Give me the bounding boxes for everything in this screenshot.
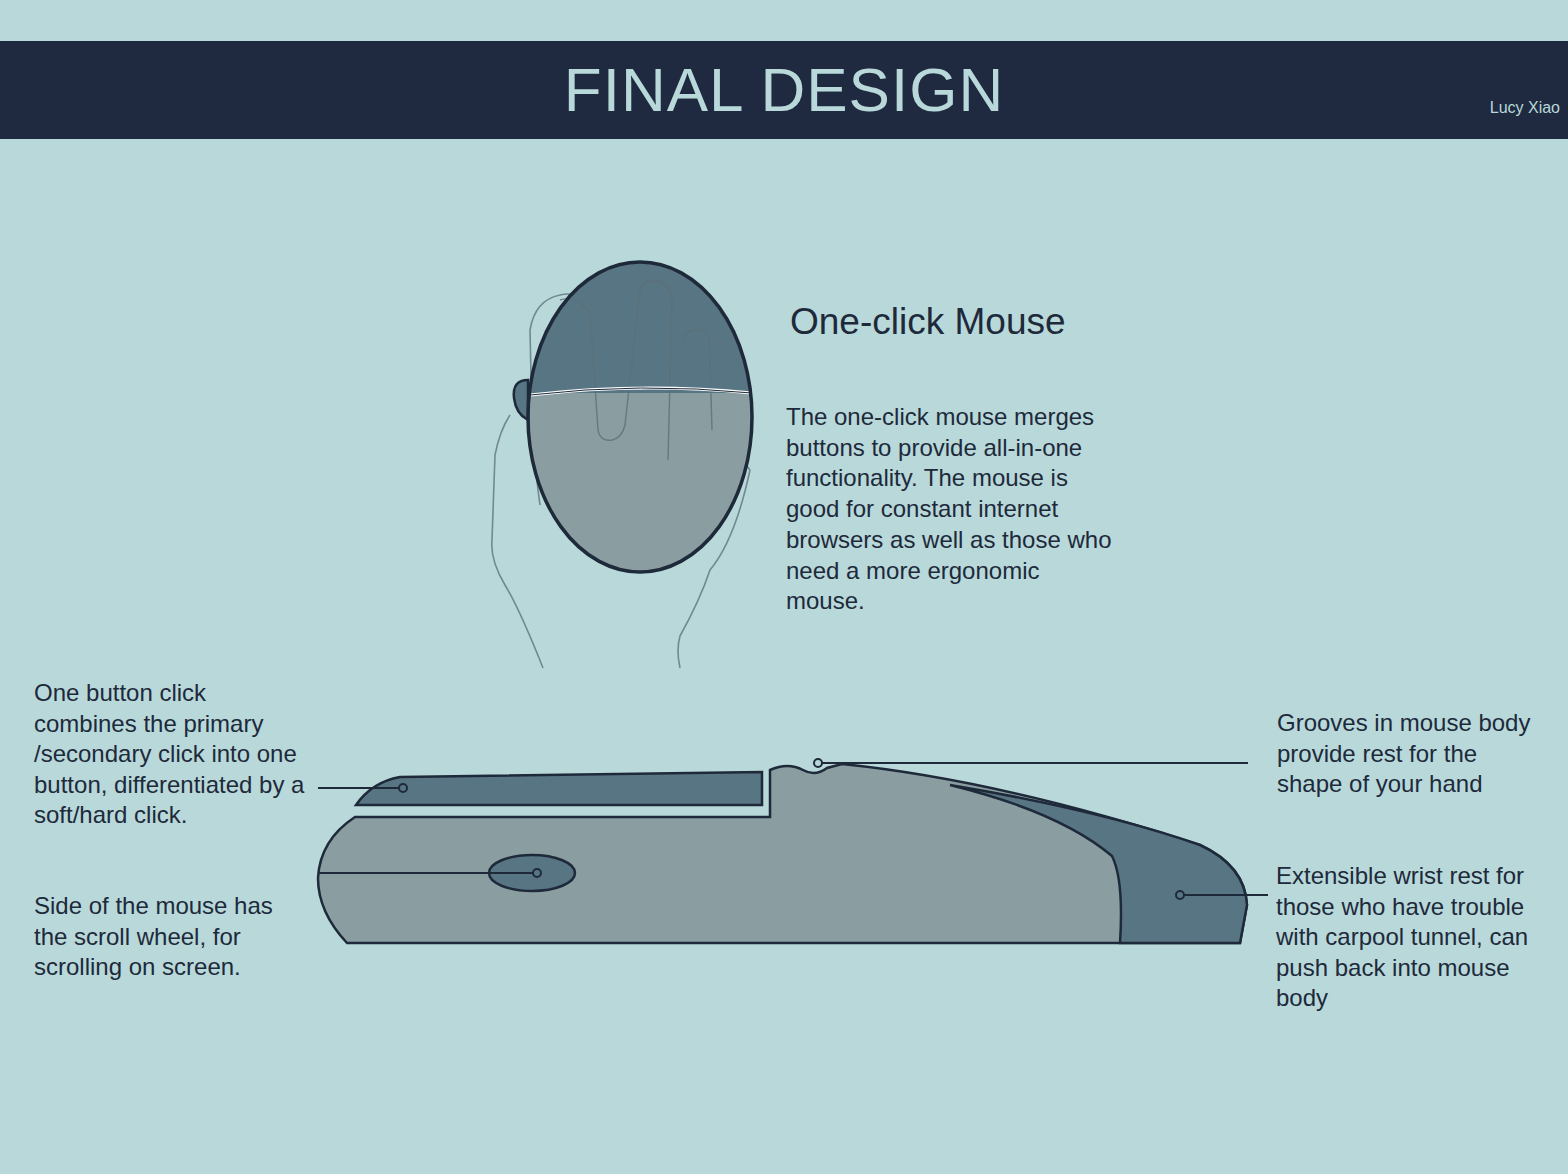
product-heading: One-click Mouse xyxy=(790,300,1190,344)
mouse-side-body xyxy=(318,764,1247,943)
mouse-thumb-rest xyxy=(514,380,528,420)
button-seam xyxy=(530,388,752,395)
callout-text: Extensible wrist rest for those who have… xyxy=(1276,861,1562,1014)
mouse-top-outline xyxy=(528,262,752,572)
mouse-top-body xyxy=(528,262,752,572)
wrist-rest xyxy=(950,785,1247,943)
page-title: FINAL DESIGN xyxy=(0,52,1568,128)
finger-lines xyxy=(560,281,712,460)
mouse-top-button xyxy=(528,262,752,393)
author-name: Lucy Xiao xyxy=(1440,98,1560,118)
leader-lines xyxy=(318,759,1268,899)
mouse-side-button xyxy=(356,772,762,805)
callout-text: One button click combines the primary /s… xyxy=(34,678,309,831)
callout-text: Side of the mouse has the scroll wheel, … xyxy=(34,891,289,983)
callout-text: Grooves in mouse body provide rest for t… xyxy=(1277,708,1542,800)
description: The one-click mouse merges buttons to pr… xyxy=(786,402,1116,617)
button-seam-line xyxy=(530,388,752,395)
